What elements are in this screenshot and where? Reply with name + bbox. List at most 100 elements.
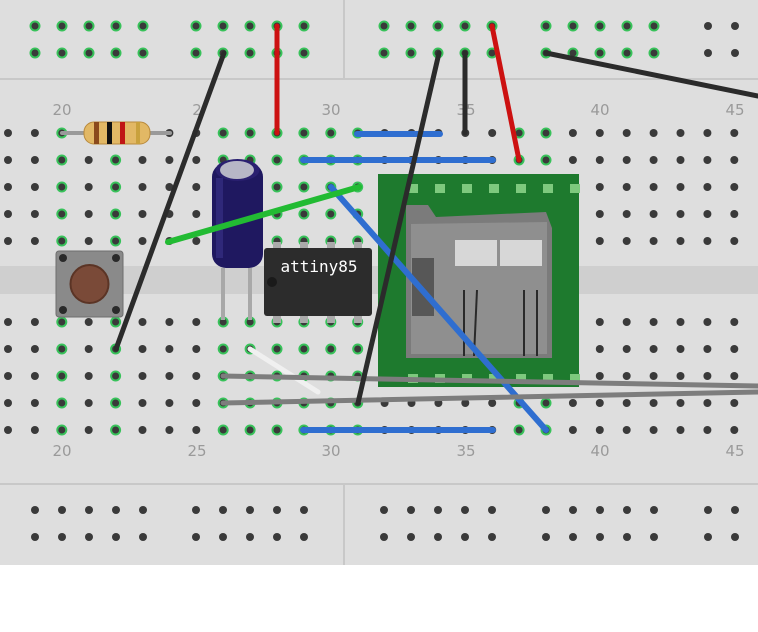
breadboard-hole <box>271 424 283 436</box>
wire-black[interactable] <box>355 50 442 406</box>
breadboard-hole <box>4 345 12 353</box>
breadboard-hole <box>595 237 604 245</box>
breadboard-hole <box>595 183 604 191</box>
breadboard-hole <box>461 399 470 407</box>
breadboard-hole <box>676 426 685 434</box>
breadboard-hole <box>298 47 310 59</box>
breadboard-hole <box>569 506 577 514</box>
top-rail-border <box>0 78 758 80</box>
breadboard-hole <box>271 343 283 355</box>
breadboard-hole <box>703 345 712 353</box>
breadboard-hole <box>30 129 39 137</box>
breadboard-hole <box>56 235 68 247</box>
breadboard-hole <box>84 372 93 380</box>
breadboard-hole <box>623 506 631 514</box>
breadboard-hole <box>730 399 739 407</box>
breadboard-hole <box>139 533 147 541</box>
breadboard-hole <box>83 47 95 59</box>
breadboard-hole <box>540 397 552 409</box>
breadboard-hole <box>622 318 631 326</box>
breadboard-hole <box>542 533 550 541</box>
column-number: 2 <box>192 101 202 119</box>
breadboard-hole <box>649 129 658 137</box>
breadboard-hole <box>56 316 68 328</box>
resistor[interactable] <box>60 121 172 145</box>
breadboard-hole <box>595 129 604 137</box>
breadboard-hole <box>595 210 604 218</box>
breadboard-hole <box>165 426 174 434</box>
breadboard-hole <box>649 318 658 326</box>
breadboard-hole <box>380 506 388 514</box>
breadboard-hole <box>300 506 308 514</box>
breadboard-hole <box>110 424 122 436</box>
breadboard-hole <box>622 345 631 353</box>
breadboard-hole <box>83 20 95 32</box>
breadboard-hole <box>649 210 658 218</box>
wire-black[interactable] <box>543 50 758 99</box>
breadboard-hole <box>648 47 660 59</box>
breadboard-hole <box>139 506 147 514</box>
breadboard-hole <box>622 372 631 380</box>
breadboard-hole <box>432 20 444 32</box>
column-number: 20 <box>52 101 71 119</box>
push-button[interactable] <box>55 250 124 318</box>
breadboard-hole <box>56 20 68 32</box>
breadboard-hole <box>731 22 739 30</box>
wire-blue[interactable] <box>328 184 549 433</box>
breadboard-hole <box>622 129 631 137</box>
breadboard-hole <box>138 399 147 407</box>
breadboard-hole <box>676 345 685 353</box>
breadboard-hole <box>30 183 39 191</box>
breadboard-hole <box>731 49 739 57</box>
breadboard-hole <box>622 210 631 218</box>
breadboard-hole <box>540 127 552 139</box>
breadboard-hole <box>488 533 496 541</box>
wire-white[interactable] <box>247 346 321 395</box>
column-number: 40 <box>590 442 609 460</box>
breadboard-hole <box>192 372 201 380</box>
breadboard-hole <box>352 343 364 355</box>
wire-black[interactable] <box>113 50 227 352</box>
breadboard-hole <box>568 426 577 434</box>
electrolytic-capacitor[interactable] <box>212 159 263 320</box>
breadboard-hole <box>623 533 631 541</box>
breadboard-hole <box>704 22 712 30</box>
breadboard-hole <box>29 20 41 32</box>
attiny85-chip[interactable]: attiny85 <box>264 242 372 323</box>
wire-gray[interactable] <box>220 389 758 406</box>
breadboard-hole <box>704 533 712 541</box>
breadboard-hole <box>30 237 39 245</box>
breadboard-hole <box>298 181 310 193</box>
breadboard-hole <box>325 127 337 139</box>
breadboard-hole <box>703 372 712 380</box>
breadboard-hole <box>30 399 39 407</box>
column-number: 30 <box>321 101 340 119</box>
breadboard-hole <box>649 156 658 164</box>
breadboard-hole <box>568 156 577 164</box>
breadboard-hole <box>407 533 415 541</box>
breadboard-hole <box>219 533 227 541</box>
wire-red[interactable] <box>489 23 522 163</box>
breadboard-hole <box>730 129 739 137</box>
breadboard-hole <box>540 20 552 32</box>
breadboard-hole <box>84 156 93 164</box>
breadboard-hole <box>730 372 739 380</box>
breadboard-hole <box>676 183 685 191</box>
breadboard-hole <box>676 129 685 137</box>
breadboard-hole <box>190 20 202 32</box>
breadboard-hole <box>405 20 417 32</box>
breadboard-hole <box>703 129 712 137</box>
breadboard-hole <box>622 426 631 434</box>
breadboard-hole <box>165 183 174 191</box>
wire-green[interactable] <box>165 184 362 245</box>
breadboard-hole <box>56 208 68 220</box>
breadboard-hole <box>434 506 442 514</box>
breadboard-hole <box>165 318 174 326</box>
wire-gray[interactable] <box>220 373 758 389</box>
breadboard-hole <box>217 20 229 32</box>
breadboard-hole <box>244 47 256 59</box>
breadboard-hole <box>703 318 712 326</box>
breadboard-hole <box>596 506 604 514</box>
breadboard-hole <box>704 506 712 514</box>
